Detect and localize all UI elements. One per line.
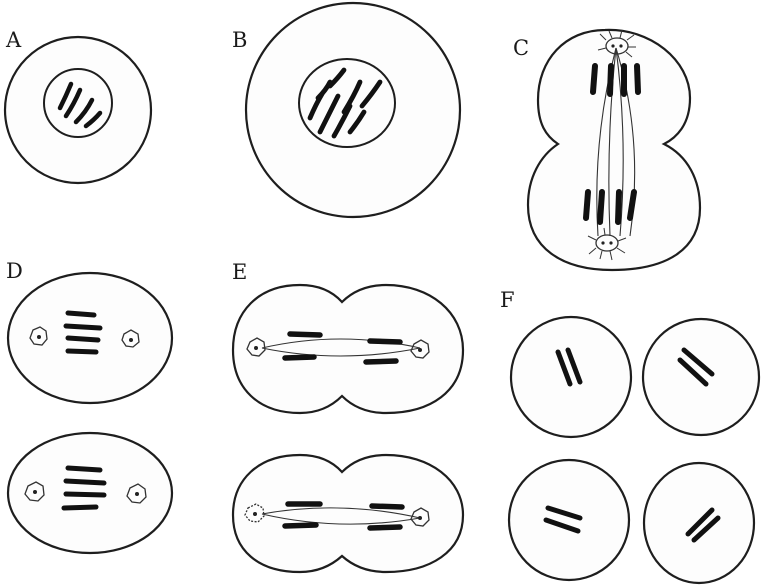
cell-f-top-left-membrane (511, 317, 631, 437)
cell-d-upper (8, 273, 172, 403)
chromosome (366, 361, 396, 362)
chromosome (290, 334, 320, 335)
cell-f-bottom-left-membrane (509, 460, 629, 580)
chromosome (630, 192, 634, 218)
chromosome (66, 481, 104, 483)
chromosome (637, 66, 638, 92)
cell-b-membrane (246, 3, 460, 217)
chromosome (68, 468, 100, 470)
cell-f-top-left (511, 317, 631, 437)
cell-c (528, 30, 700, 270)
cell-e-lower (233, 455, 463, 572)
chromosome (285, 525, 316, 526)
cell-b (246, 3, 460, 217)
chromosome (285, 357, 314, 358)
cell-f-top-right (643, 319, 759, 435)
chromosome (64, 507, 96, 508)
chromosome (372, 506, 402, 507)
chromosome (66, 494, 104, 495)
cell-f-bottom-left (509, 460, 629, 580)
chromosome (370, 527, 400, 528)
chromosome (586, 192, 588, 218)
chromosome (68, 338, 98, 340)
cell-a-membrane (5, 37, 151, 183)
chromosome (68, 351, 96, 352)
chromosome (66, 326, 100, 328)
chromosome (618, 192, 619, 222)
chromosome (610, 66, 611, 94)
cell-e-upper (233, 285, 463, 413)
chromosome (593, 66, 595, 92)
chromosome (370, 341, 400, 342)
cell-a (5, 37, 151, 183)
cell-d-lower (8, 433, 172, 553)
cell-f-bottom-right (644, 463, 754, 583)
chromosome (68, 313, 94, 315)
chromosome (600, 192, 602, 222)
